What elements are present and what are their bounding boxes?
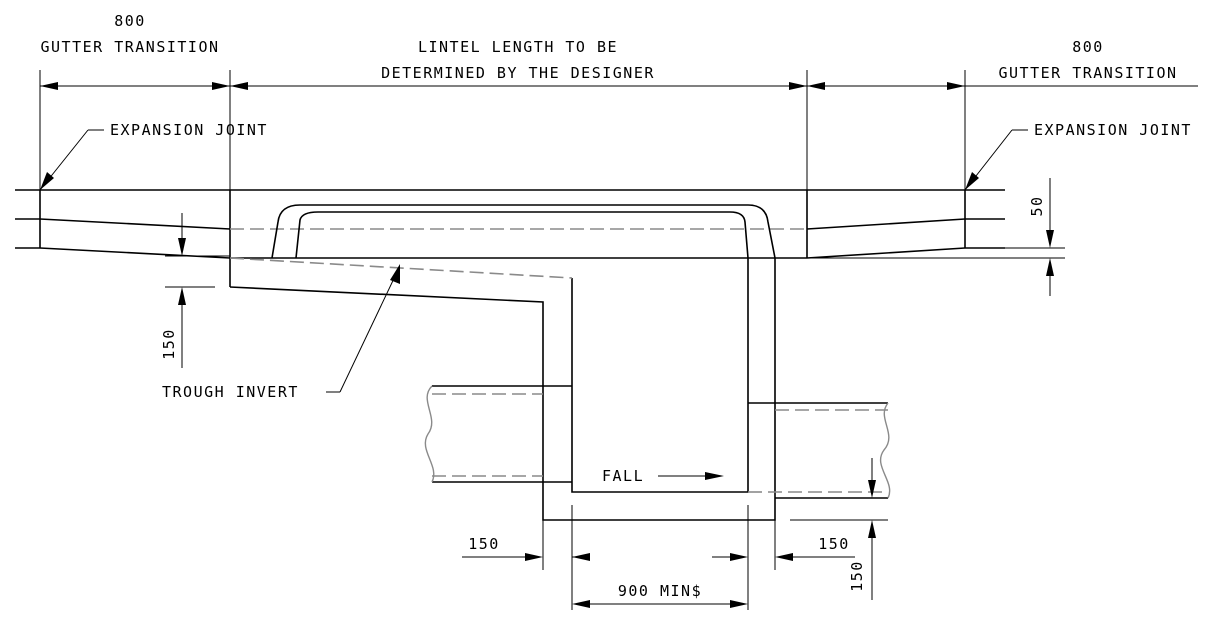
lintel-label-line2: DETERMINED BY THE DESIGNER: [381, 64, 655, 82]
gutter-right-label: GUTTER TRANSITION: [998, 64, 1177, 82]
fall-label: FALL: [602, 467, 644, 485]
dim-900-min-label: 900 MIN$: [618, 582, 702, 600]
dim-150-vertical-right-label: 150: [848, 560, 866, 592]
dim-150-bottom-right-label: 150: [818, 535, 850, 553]
dim-150-left-label: 150: [160, 328, 178, 360]
expansion-joint-left-label: EXPANSION JOINT: [110, 121, 268, 139]
annotations: [39, 129, 1054, 610]
lintel-label-line1: LINTEL LENGTH TO BE: [418, 38, 618, 56]
top-dimensions: [39, 70, 1198, 190]
dim-150-bottom-left-label: 150: [468, 535, 500, 553]
kerb-outline: [15, 189, 1065, 287]
gutter-left-dim: 800: [114, 12, 146, 30]
pit-body: [229, 257, 776, 521]
expansion-joint-right-label: EXPANSION JOINT: [1034, 121, 1192, 139]
gutter-left-label: GUTTER TRANSITION: [40, 38, 219, 56]
gutter-right-dim: 800: [1072, 38, 1104, 56]
pipes: [424, 385, 891, 499]
dim-50-label: 50: [1028, 195, 1046, 216]
trough-invert-label: TROUGH INVERT: [162, 383, 299, 401]
